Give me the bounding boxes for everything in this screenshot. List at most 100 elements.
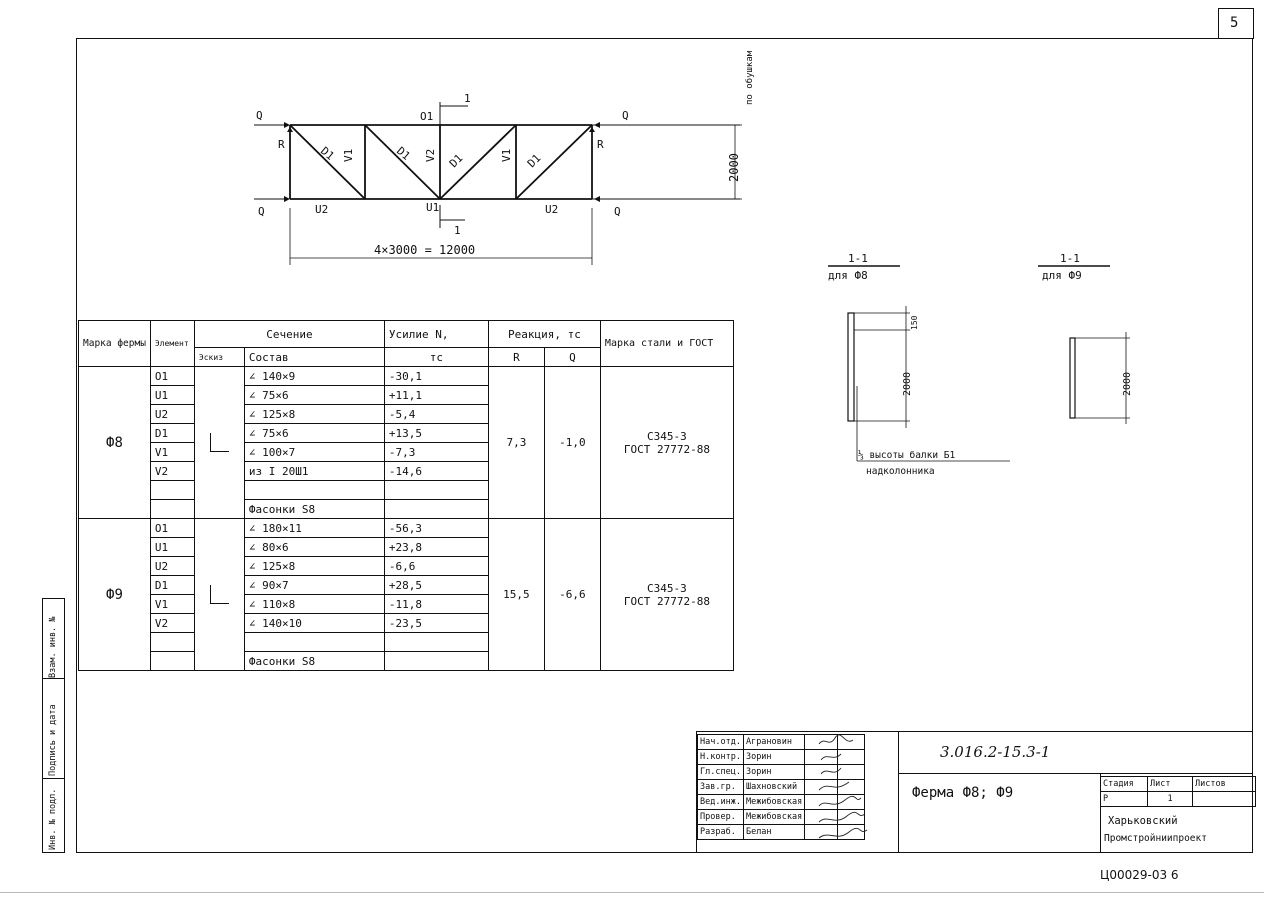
staff-role: Нач.отд.: [697, 734, 744, 750]
row-element: D1: [149, 423, 195, 443]
height-dimension: 2000: [727, 153, 741, 182]
label-d1-d: D1: [525, 152, 544, 171]
row-composition: [243, 480, 385, 500]
section-f9-sub: для Ф9: [1042, 269, 1082, 282]
label-v1-a: V1: [342, 149, 355, 162]
sheet-number-box: [1218, 8, 1254, 39]
row-composition: ∠ 180×11: [243, 518, 385, 538]
title-divider-h: [898, 773, 1253, 774]
group-steel-grade: С345-3: [647, 581, 687, 595]
side-stamp-dividers: [42, 598, 65, 853]
staff-table: Нач.отд.Аграновин Н.контр.Зорин Гл.спец.…: [697, 734, 866, 840]
staff-name: Межибовская: [742, 794, 806, 810]
row-composition: ∠ 110×8: [243, 594, 385, 614]
row-force: [383, 499, 489, 519]
footer-code: Ц00029-03 6: [1100, 868, 1179, 882]
sketch-cell: [193, 366, 245, 519]
group-steel: С345-3 ГОСТ 27772-88: [599, 366, 734, 519]
section-f9: 1-1 для Ф9 2000: [1038, 252, 1133, 424]
row-element: D1: [149, 575, 195, 595]
row-force: +11,1: [383, 385, 489, 405]
row-force: -30,1: [383, 366, 489, 386]
row-element: O1: [149, 518, 195, 538]
row-composition: ∠ 100×7: [243, 442, 385, 462]
row-composition: ∠ 125×8: [243, 404, 385, 424]
hdr-force-unit: тс: [383, 347, 489, 367]
staff-name: Белан: [742, 824, 806, 840]
section-f9-height: 2000: [1122, 372, 1133, 396]
group-reaction-r: 7,3: [487, 366, 545, 519]
doc-title: Ферма Ф8; Ф9: [912, 785, 1014, 801]
sketch-cell: [193, 518, 245, 671]
row-element: [149, 499, 195, 519]
stamp-sign-date: Подпись и дата: [48, 704, 58, 776]
label-u2-left: U2: [315, 203, 328, 216]
row-element: V1: [149, 442, 195, 462]
section-f8-sub: для Ф8: [828, 269, 868, 282]
span-dimension: 4×3000 = 12000: [374, 243, 475, 257]
spec-table: Марка фермы Элемент Сечение Усилие N, Ре…: [78, 320, 734, 671]
hdr-r: R: [487, 347, 545, 367]
drawing-frame: [76, 38, 1253, 853]
group-reaction-q: -6,6: [543, 518, 601, 671]
group-mark: Ф8: [78, 366, 151, 519]
row-element: [149, 651, 195, 671]
sheet-number: 5: [1230, 15, 1239, 31]
section-note-1: ⅓ высоты балки Б1: [858, 450, 956, 461]
label-o1: O1: [420, 110, 433, 123]
group-steel-grade: С345-3: [647, 429, 687, 443]
section-f8: 1-1 для Ф8 2000 150 ⅓ высоты балки Б1 на…: [828, 252, 1010, 476]
stage-value: Р: [1100, 791, 1148, 807]
row-composition: ∠ 80×6: [243, 537, 385, 557]
row-composition: ∠ 140×10: [243, 613, 385, 633]
side-stamp: [42, 598, 65, 853]
stamp-inv-orig: Инв. № подл.: [48, 788, 58, 850]
angle-sketch-icon: [209, 585, 229, 604]
stage-table: Стадия Лист Листов Р 1: [1100, 776, 1256, 807]
org-name-2: Промстройниипроект: [1104, 833, 1207, 844]
label-d1-a: D1: [318, 144, 337, 162]
row-force: +13,5: [383, 423, 489, 443]
row-element: U2: [149, 556, 195, 576]
reaction-r-left: R: [278, 138, 285, 151]
row-force: -6,6: [383, 556, 489, 576]
hdr-element: Элемент: [149, 320, 195, 367]
row-force: -14,6: [383, 461, 489, 481]
group-steel-gost: ГОСТ 27772-88: [623, 442, 710, 456]
staff-date: [837, 824, 866, 840]
row-element: O1: [149, 366, 195, 386]
hdr-q: Q: [543, 347, 601, 367]
staff-name: Зорин: [742, 764, 806, 780]
row-composition: ∠ 140×9: [243, 366, 385, 386]
staff-role: Зав.гр.: [697, 779, 744, 795]
section-f8-height: 2000: [902, 372, 913, 396]
row-force: -11,8: [383, 594, 489, 614]
row-force: [383, 651, 489, 671]
section-f8-title: 1-1: [848, 252, 868, 265]
row-composition: Фасонки S8: [243, 651, 385, 671]
row-force: -5,4: [383, 404, 489, 424]
row-force: +28,5: [383, 575, 489, 595]
staff-name: Шахновский: [742, 779, 806, 795]
hdr-section: Сечение: [193, 320, 385, 348]
staff-name: Зорин: [742, 749, 806, 765]
section-note-2: надколонника: [866, 466, 935, 476]
signatures: [818, 734, 868, 839]
row-element: U1: [149, 385, 195, 405]
staff-name: Аграновин: [742, 734, 806, 750]
label-v1-b: V1: [500, 149, 513, 162]
row-composition: ∠ 75×6: [243, 423, 385, 443]
height-note: по обушкам: [744, 50, 755, 105]
load-q-bottom-right: Q: [614, 205, 621, 218]
hdr-reaction: Реакция, тс: [487, 320, 601, 348]
section-f9-title: 1-1: [1060, 252, 1080, 265]
section-mark-bottom: 1: [454, 224, 461, 237]
row-force: -23,5: [383, 613, 489, 633]
truss-diagram: Q Q Q Q R R O1 U1 U2 U2 D1 D1 D1 D1 V1 V…: [254, 50, 755, 265]
staff-role: Н.контр.: [697, 749, 744, 765]
staff-role: Гл.спец.: [697, 764, 744, 780]
stage-header: Стадия: [1100, 776, 1148, 792]
doc-code: 3.016.2-15.3-1: [940, 743, 1051, 761]
hdr-steel: Марка стали и ГОСТ: [599, 320, 734, 367]
group-reaction-q: -1,0: [543, 366, 601, 519]
